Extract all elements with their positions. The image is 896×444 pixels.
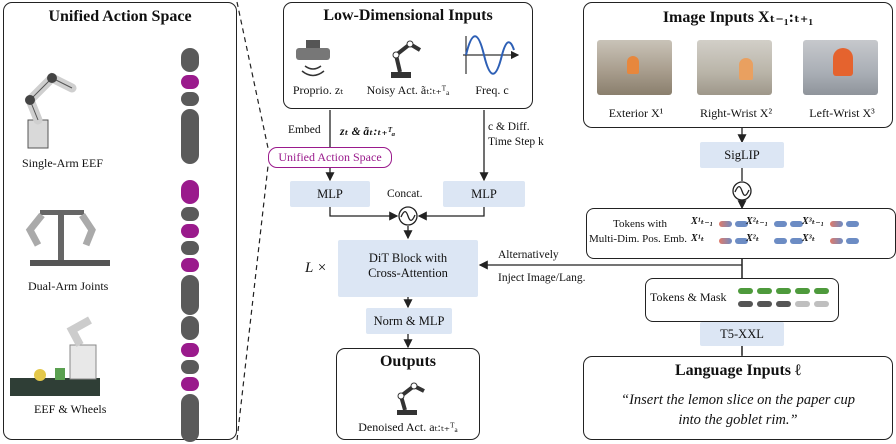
mask-bar bbox=[776, 301, 791, 307]
action-dim-segment bbox=[181, 224, 199, 238]
action-dim-segment bbox=[181, 377, 199, 391]
noisy-action-label: Noisy Act. ãₜ:ₜ₊ᵀₐ bbox=[366, 83, 450, 97]
action-dim-segment bbox=[181, 258, 199, 272]
mask-bar bbox=[814, 301, 829, 307]
token-bar bbox=[774, 238, 787, 244]
token-bar bbox=[774, 221, 787, 227]
language-instruction-line1: “Insert the lemon slice on the paper cup bbox=[621, 392, 855, 408]
tokens-line1: Tokens with bbox=[613, 218, 667, 230]
action-dim-segment bbox=[181, 207, 199, 221]
right-wrist-caption: Right-Wrist X² bbox=[699, 106, 773, 120]
action-dim-segment bbox=[181, 394, 199, 442]
language-inputs-panel bbox=[583, 356, 893, 440]
token-label: X²ₜ bbox=[746, 233, 760, 244]
robot-caption: EEF & Wheels bbox=[34, 402, 107, 416]
token-label: X³ₜ bbox=[802, 233, 816, 244]
token-label: X¹ₜ bbox=[691, 233, 705, 244]
text-token-bar bbox=[814, 288, 829, 294]
token-bar bbox=[790, 221, 803, 227]
dit-line1: DiT Block with bbox=[368, 251, 448, 265]
tokens-line2: Multi-Dim. Pos. Emb. bbox=[588, 233, 688, 245]
alt-label-2: Inject Image/Lang. bbox=[498, 272, 586, 284]
action-dim-segment bbox=[181, 360, 199, 374]
mask-bar bbox=[795, 301, 810, 307]
action-dim-segment bbox=[181, 241, 199, 255]
token-label: X³ₜ₋₁ bbox=[802, 216, 825, 227]
token-bar bbox=[846, 221, 859, 227]
mlp-right: MLP bbox=[443, 181, 525, 207]
low-dim-title: Low-Dimensional Inputs bbox=[323, 7, 493, 24]
token-bar bbox=[719, 221, 732, 227]
action-dim-segment bbox=[181, 343, 199, 357]
t5-xxl-block: T5-XXL bbox=[700, 322, 784, 346]
token-bar bbox=[735, 238, 748, 244]
embed-vars: zₜ & ãₜ:ₜ₊ᵀₐ bbox=[340, 126, 396, 138]
proprio-label: Proprio. zₜ bbox=[292, 83, 344, 97]
action-dim-segment bbox=[181, 275, 199, 315]
dit-block: DiT Block with Cross-Attention bbox=[338, 240, 478, 297]
repeat-label: L × bbox=[305, 260, 327, 276]
language-title: Language Inputs ℓ bbox=[674, 362, 802, 379]
left-wrist-caption: Left-Wrist X³ bbox=[809, 106, 875, 120]
text-token-bar bbox=[795, 288, 810, 294]
left-wrist-camera-image bbox=[803, 40, 878, 95]
action-dim-segment bbox=[181, 316, 199, 340]
robot-caption: Dual-Arm Joints bbox=[28, 279, 109, 293]
diff-label-2: Time Step k bbox=[488, 136, 544, 148]
mask-bar bbox=[738, 301, 753, 307]
token-bar bbox=[735, 221, 748, 227]
norm-mlp-block: Norm & MLP bbox=[366, 308, 452, 334]
token-bar bbox=[846, 238, 859, 244]
mask-bar bbox=[757, 301, 772, 307]
left-panel-title: Unified Action Space bbox=[48, 8, 192, 25]
text-token-bar bbox=[757, 288, 772, 294]
dit-line2: Cross-Attention bbox=[368, 266, 448, 280]
token-bar bbox=[790, 238, 803, 244]
exterior-caption: Exterior X¹ bbox=[608, 106, 664, 120]
text-token-bar bbox=[738, 288, 753, 294]
image-inputs-title: Image Inputs Xₜ₋₁:ₜ₊₁ bbox=[662, 9, 814, 26]
action-dim-segment bbox=[181, 109, 199, 164]
action-dim-segment bbox=[181, 92, 199, 106]
action-dim-segment bbox=[181, 48, 199, 72]
tokens-mask-label: Tokens & Mask bbox=[650, 290, 727, 304]
siglip-block: SigLIP bbox=[700, 142, 784, 168]
unified-action-space-box: Unified Action Space bbox=[268, 147, 392, 168]
embed-label: Embed bbox=[288, 124, 321, 136]
token-label: X¹ₜ₋₁ bbox=[691, 216, 714, 227]
diff-label-1: c & Diff. bbox=[488, 121, 530, 133]
tokens-pos-emb-panel bbox=[586, 208, 896, 259]
concat-label: Concat. bbox=[387, 188, 423, 200]
outputs-title: Outputs bbox=[379, 353, 437, 370]
robot-caption: Single-Arm EEF bbox=[22, 156, 103, 170]
tokens-mask-panel bbox=[645, 278, 839, 322]
denoised-action-label: Denoised Act. aₜ:ₜ₊ᵀₐ bbox=[358, 420, 458, 434]
alt-label-1: Alternatively bbox=[498, 249, 559, 261]
token-label: X²ₜ₋₁ bbox=[746, 216, 769, 227]
freq-label: Freq. c bbox=[475, 83, 509, 97]
text-token-bar bbox=[776, 288, 791, 294]
outputs-panel bbox=[336, 348, 480, 440]
token-bar bbox=[830, 238, 843, 244]
exterior-camera-image bbox=[597, 40, 672, 95]
action-dim-segment bbox=[181, 180, 199, 204]
token-bar bbox=[719, 238, 732, 244]
mlp-left: MLP bbox=[290, 181, 370, 207]
language-instruction-line2: into the goblet rim.” bbox=[678, 412, 798, 428]
right-wrist-camera-image bbox=[697, 40, 772, 95]
action-dim-segment bbox=[181, 75, 199, 89]
token-bar bbox=[830, 221, 843, 227]
